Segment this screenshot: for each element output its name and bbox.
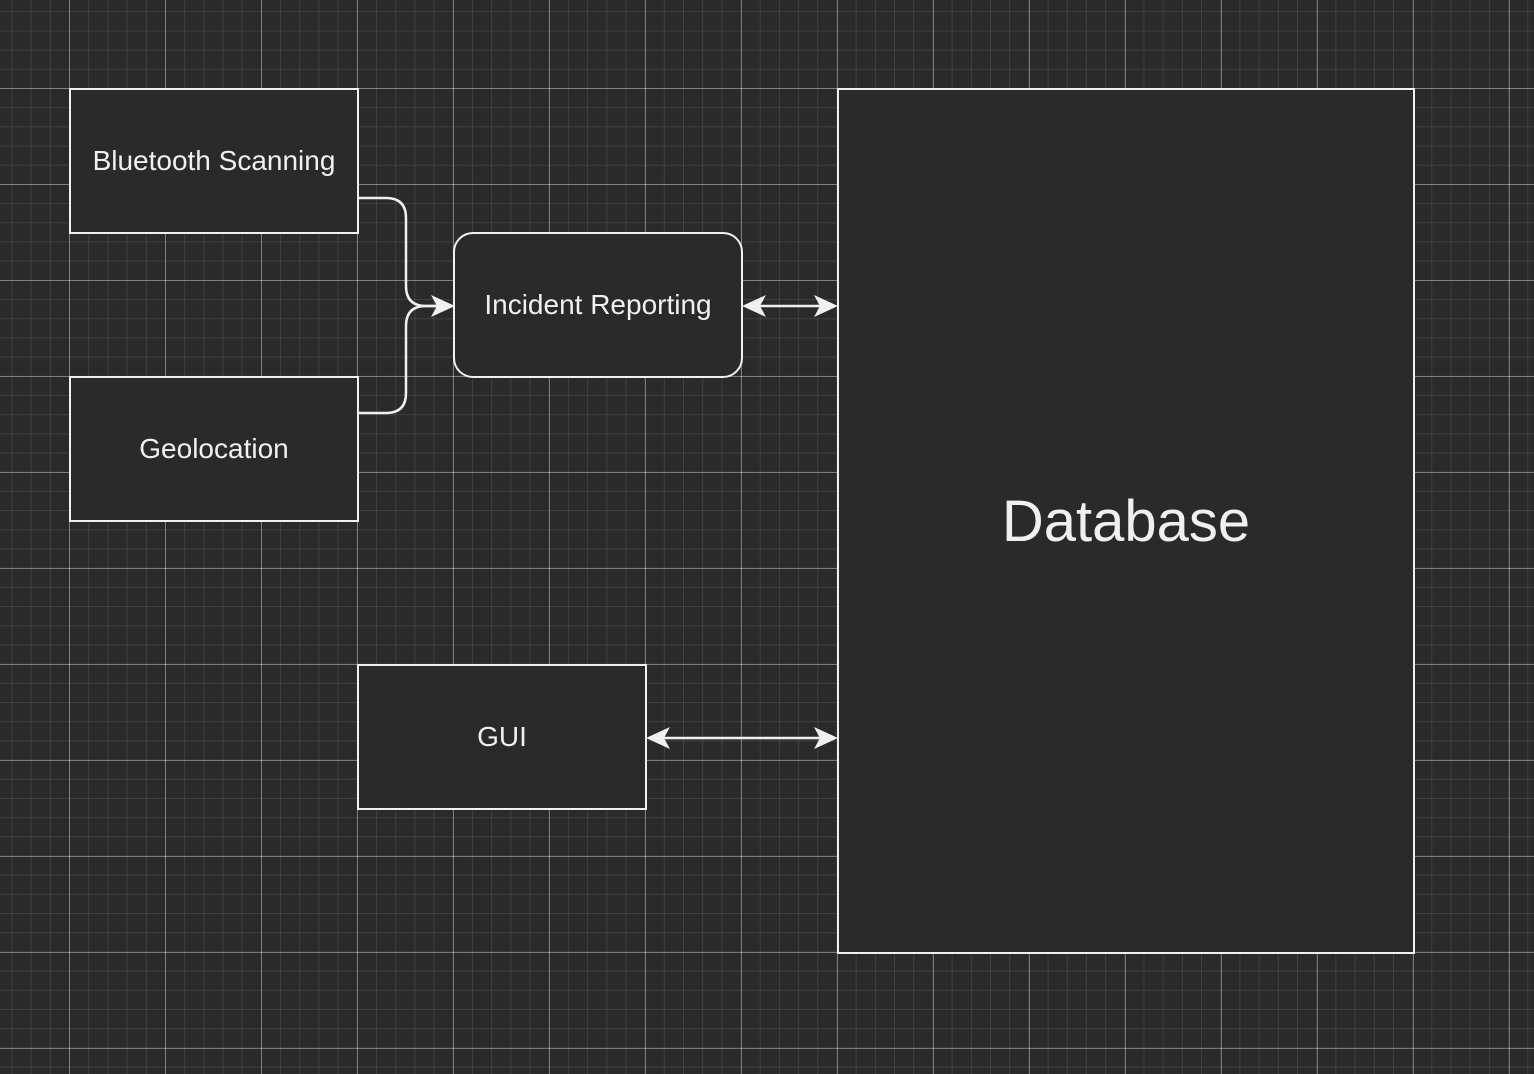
- node-incident-reporting[interactable]: Incident Reporting: [453, 232, 743, 378]
- node-database[interactable]: Database: [837, 88, 1415, 954]
- arrowhead-incident-side: [742, 295, 766, 317]
- node-label: Incident Reporting: [484, 289, 712, 320]
- arrowhead-gui-side: [646, 727, 670, 749]
- node-gui[interactable]: GUI: [357, 664, 647, 810]
- node-geolocation[interactable]: Geolocation: [69, 376, 359, 522]
- arrowhead-database-side-top: [814, 295, 838, 317]
- node-label: Bluetooth Scanning: [92, 145, 336, 176]
- edge-bluetooth-to-incident: [359, 196, 440, 308]
- node-label: Database: [1001, 488, 1251, 554]
- node-label: GUI: [477, 721, 527, 752]
- arrowhead-incident-in: [431, 295, 455, 317]
- node-bluetooth-scanning[interactable]: Bluetooth Scanning: [69, 88, 359, 234]
- node-label: Geolocation: [139, 433, 289, 464]
- arrowhead-database-side-bottom: [814, 727, 838, 749]
- edge-geolocation-to-incident: [359, 304, 440, 415]
